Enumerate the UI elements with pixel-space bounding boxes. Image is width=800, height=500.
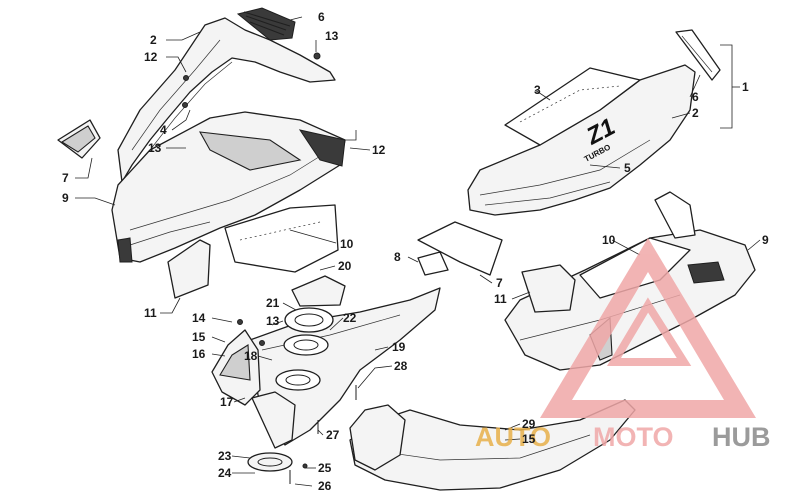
- callout-11-left: 11: [144, 306, 157, 320]
- bracket-7-right: [417, 221, 503, 276]
- callout-27: 27: [326, 428, 340, 442]
- callout-7-right: 7: [496, 276, 503, 290]
- callout-labels: 2 12 6 13 4 13 12 7 9 10 20 11 14 15 16 …: [62, 10, 769, 493]
- vent-grille-left: [236, 7, 296, 41]
- watermark-part3: HUB: [712, 422, 771, 452]
- side-insert-left: [167, 239, 211, 299]
- side-insert-right: [521, 264, 576, 313]
- callout-7-left: 7: [62, 171, 69, 185]
- callout-29: 29: [522, 417, 536, 431]
- callout-14: 14: [192, 311, 206, 325]
- callout-1: 1: [742, 80, 749, 94]
- callout-17: 17: [220, 395, 234, 409]
- callout-4: 4: [160, 123, 167, 137]
- callout-11-right: 11: [494, 292, 507, 306]
- fastener-13-top: [313, 52, 321, 60]
- side-panel-right: [467, 64, 696, 216]
- callout-19: 19: [392, 340, 406, 354]
- bracket-left: [57, 119, 101, 159]
- callout-28: 28: [394, 359, 408, 373]
- lower-duct: [251, 391, 296, 449]
- callout-8: 8: [394, 250, 401, 264]
- callout-24: 24: [218, 466, 232, 480]
- clip-8: [417, 251, 449, 276]
- callout-3: 3: [534, 83, 541, 97]
- vent-grille-right: [675, 29, 721, 81]
- hardware-left-bottom: [237, 319, 357, 484]
- callout-9-right: 9: [762, 233, 769, 247]
- callout-9-left: 9: [62, 191, 69, 205]
- watermark-part1: AUTO: [475, 422, 551, 452]
- callout-13-mid: 13: [148, 141, 162, 155]
- callout-21: 21: [266, 296, 280, 310]
- callout-10-left: 10: [340, 237, 354, 251]
- callout-22: 22: [343, 311, 357, 325]
- callout-15-left: 15: [192, 330, 206, 344]
- upper-bracket: [291, 275, 346, 307]
- callout-26: 26: [318, 479, 332, 493]
- callout-2-left: 2: [150, 33, 157, 47]
- collar-bottom: [247, 452, 293, 472]
- callout-5: 5: [624, 161, 631, 175]
- watermark-part2: MOTO: [593, 422, 674, 452]
- watermark-triangle-logo: [540, 238, 756, 418]
- callout-23: 23: [218, 449, 232, 463]
- callout-6-left: 6: [318, 10, 325, 24]
- foam-pad-left: [224, 204, 339, 273]
- side-panel-left: [117, 17, 336, 183]
- nose-pan-left: [111, 111, 346, 263]
- callout-20: 20: [338, 259, 352, 273]
- callout-12-top: 12: [144, 50, 158, 64]
- callout-25: 25: [318, 461, 332, 475]
- callout-13-low: 13: [266, 314, 280, 328]
- side-duct-left: [211, 329, 261, 406]
- callout-2-right: 2: [692, 106, 699, 120]
- callout-15-right: 15: [522, 432, 536, 446]
- watermark: AUTO MOTO HUB: [475, 238, 771, 452]
- callout-12-right: 12: [372, 143, 386, 157]
- air-box-opening: [275, 307, 334, 391]
- callout-13-top: 13: [325, 29, 339, 43]
- panel-overlay-3: [504, 67, 641, 146]
- callout-10-right: 10: [602, 233, 616, 247]
- leader-lines: [75, 16, 761, 487]
- callout-6-right: 6: [692, 90, 699, 104]
- callout-18: 18: [244, 349, 258, 363]
- callout-16: 16: [192, 347, 206, 361]
